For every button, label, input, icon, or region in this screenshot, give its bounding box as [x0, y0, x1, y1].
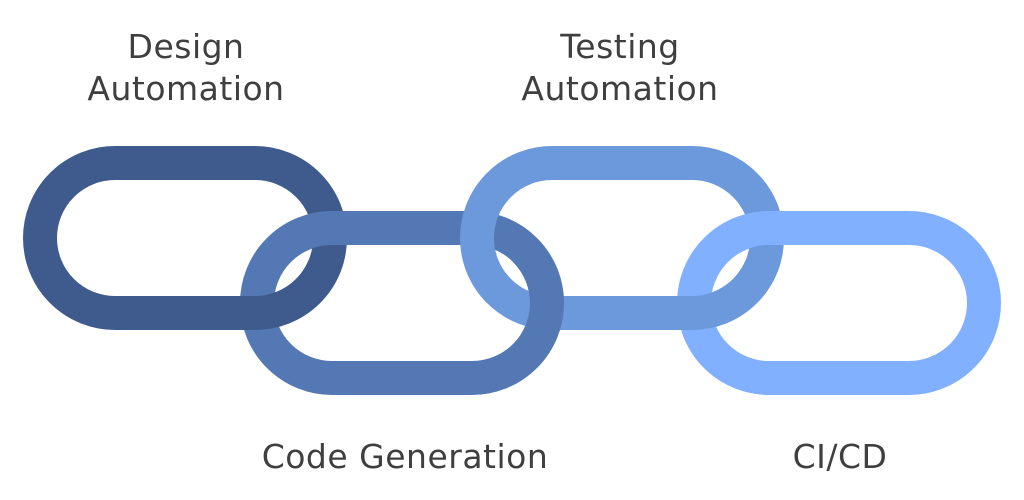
- testing-automation-label-line1: Testing: [560, 27, 680, 66]
- code-generation-label: Code Generation: [230, 436, 580, 478]
- ci-cd-label: CI/CD: [740, 436, 940, 478]
- ci-cd-label-line1: CI/CD: [792, 437, 888, 476]
- testing-automation-label: Testing Automation: [480, 26, 760, 110]
- design-automation-label: Design Automation: [46, 26, 326, 110]
- design-automation-label-line1: Design: [127, 27, 245, 66]
- design-automation-label-line2: Automation: [87, 69, 285, 108]
- testing-automation-label-line2: Automation: [521, 69, 719, 108]
- chain-link-code-generation-overlap: [512, 262, 564, 332]
- code-generation-label-line1: Code Generation: [261, 437, 549, 476]
